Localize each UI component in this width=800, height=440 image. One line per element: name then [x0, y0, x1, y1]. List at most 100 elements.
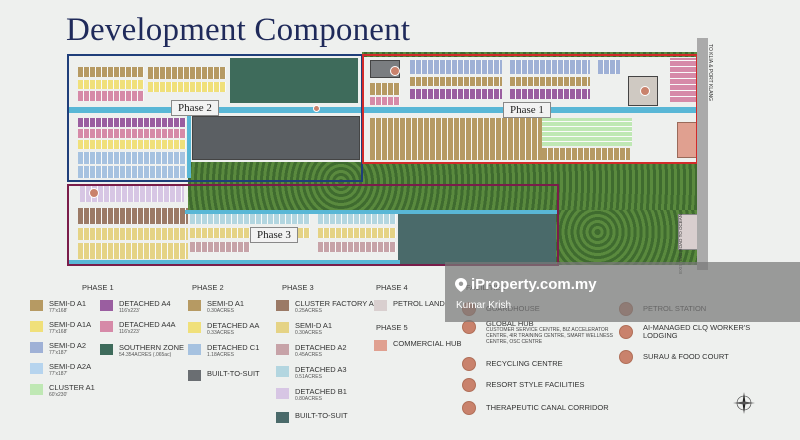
legend-label: DETACHED A3 — [295, 365, 347, 374]
phase3-lot-row — [78, 208, 188, 224]
phase1-lot-row — [370, 83, 400, 95]
legend-sub: 77'x187' — [49, 370, 68, 377]
facility-sub: CUSTOMER SERVICE CENTRE, BIZ ACCELERATOR… — [486, 327, 613, 345]
facility-label: THERAPEUTIC CANAL CORRIDOR — [486, 402, 609, 412]
legend-label: DETACHED C1 — [207, 343, 260, 352]
phase3-built-to-suit — [398, 214, 556, 264]
phase1-label: Phase 1 — [503, 102, 551, 118]
legend-swatch — [276, 344, 289, 355]
phase3-lot-row — [80, 186, 184, 202]
main-road — [697, 38, 708, 270]
legend-label: DETACHED B1 — [295, 387, 347, 396]
canal — [68, 260, 400, 264]
facility-item: RECYCLING CENTRE — [462, 357, 563, 371]
facility-icon — [462, 378, 476, 392]
phase3-lot-row — [318, 242, 396, 252]
legend-label: DETACHED AA — [207, 321, 260, 330]
phase2-lot-row — [148, 67, 226, 79]
legend-swatch — [374, 340, 387, 351]
legend-sub: 0.25ACRES — [295, 307, 322, 314]
phase3-boundary — [67, 184, 559, 266]
legend-item: PETROL LAND — [374, 299, 445, 311]
legend-sub: 77'x168' — [49, 307, 68, 314]
location-pin-icon — [455, 277, 467, 292]
phase2-boundary — [67, 54, 363, 182]
legend-heading-phase3: PHASE 3 — [282, 283, 314, 292]
facility-marker — [390, 66, 400, 76]
watermark-brand-text: iProperty.com.my — [471, 276, 597, 293]
facility-icon — [619, 350, 633, 364]
watermark-brand: iProperty.com.my — [455, 276, 597, 293]
legend-label: CLUSTER A1 — [49, 383, 95, 392]
legend-swatch — [30, 300, 43, 311]
legend-swatch — [188, 344, 201, 355]
legend-item: BUILT-TO-SUIT — [188, 369, 260, 381]
legend-sub: 77'x168' — [49, 328, 68, 335]
legend-swatch — [100, 344, 113, 355]
legend-label: CLUSTER FACTORY A1 — [295, 299, 378, 308]
road-label: TO KLIA & PORT KLANG — [707, 44, 713, 101]
legend-heading-phase4: PHASE 4 — [376, 283, 408, 292]
facility-label: PETROL STATION — [643, 303, 707, 313]
legend-label: DETACHED A2 — [295, 343, 347, 352]
legend-heading-phase2: PHASE 2 — [192, 283, 224, 292]
phase3-lot-row — [190, 214, 310, 224]
legend-sub: 116'x223' — [119, 307, 140, 314]
legend-sub: 54.354ACRES (.065ac) — [119, 351, 172, 358]
legend-label: SEMI-D A2A — [49, 362, 92, 371]
phase2-lot-row — [78, 140, 186, 149]
facility-item: SURAU & FOOD COURT — [619, 350, 729, 364]
phase1-lot-row — [510, 89, 590, 99]
phase2-lot-row — [78, 129, 186, 138]
facility-item: THERAPEUTIC CANAL CORRIDOR — [462, 401, 609, 415]
page-title: Development Component — [66, 12, 411, 48]
east-forest — [555, 210, 697, 265]
phase2-lot-row — [78, 80, 144, 89]
legend-label: COMMERCIAL HUB — [393, 339, 462, 348]
facility-label: AI-MANAGED CLQ WORKER'S LODGING — [643, 323, 751, 341]
phase3-lot-row — [318, 214, 396, 224]
legend-swatch — [374, 300, 387, 311]
legend-label: SEMI-D A1A — [49, 320, 92, 329]
canal — [187, 112, 191, 178]
facility-marker — [313, 105, 320, 112]
legend-sub: 0.80ACRES — [295, 395, 322, 402]
phase1-lot-row — [510, 77, 590, 86]
phase2-built-to-suit — [192, 116, 360, 160]
phase2-lot-row — [78, 118, 186, 127]
phase1-lot-row — [370, 118, 542, 160]
legend-sub: 77'x187' — [49, 349, 68, 356]
phase3-lot-row — [78, 243, 188, 259]
phase1-lot-row — [510, 60, 590, 74]
legend-swatch — [276, 366, 289, 377]
phase3-label: Phase 3 — [250, 227, 298, 243]
legend-swatch — [30, 342, 43, 353]
legend-label: DETACHED A4A — [119, 320, 176, 329]
facility-item: AI-MANAGED CLQ WORKER'S LODGING — [619, 323, 779, 341]
facility-icon — [462, 357, 476, 371]
legend-label: SEMI-D A1 — [295, 321, 333, 330]
legend-sub: 0.33ACRES — [207, 329, 234, 336]
legend-swatch — [188, 370, 201, 381]
road-label: EXISTING ROAD TO OCEAN — [678, 214, 683, 274]
phase1-lot-row — [410, 89, 502, 99]
legend-sub: 60'x230' — [49, 391, 68, 398]
legend-label: SEMI-D A2 — [49, 341, 87, 350]
legend-swatch — [30, 384, 43, 395]
compass-icon — [733, 392, 755, 414]
facility-label: GLOBAL HUB — [486, 319, 534, 328]
legend-swatch — [276, 412, 289, 423]
